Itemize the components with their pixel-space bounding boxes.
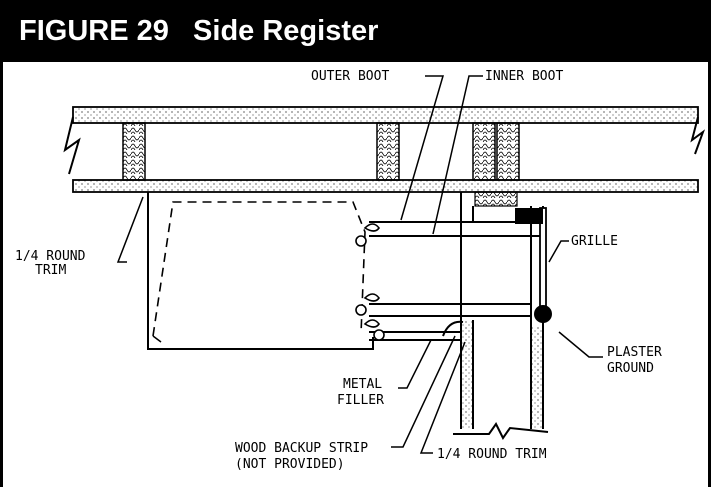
wall-break-mark (453, 422, 549, 440)
label-grille: GRILLE (571, 234, 618, 249)
label-outer-boot: OUTER BOOT (311, 69, 389, 84)
label-inner-boot: INNER BOOT (485, 69, 563, 84)
soffit-corner (152, 335, 162, 343)
label-metal-filler-line1: METAL (343, 377, 382, 392)
label-round-trim-left-line1: 1/4 ROUND (15, 249, 86, 264)
leader-round-trim-left (116, 196, 144, 263)
leader-round-trim-bottom (419, 341, 466, 454)
break-mark-left (63, 116, 81, 175)
floor-top-layer (72, 106, 699, 124)
side-register-drawing: OUTER BOOT INNER BOOT 1/4 ROUND TRIM GRI… (15, 69, 706, 472)
label-wood-backup-line2: (NOT PROVIDED) (235, 457, 345, 472)
joist-middle (376, 122, 400, 181)
label-metal-filler-line2: FILLER (337, 393, 384, 408)
grille-top-clip (515, 208, 543, 224)
wall-plaster-fill (461, 320, 473, 429)
soffit-box (147, 192, 374, 350)
break-mark-right (690, 116, 706, 155)
floor-bottom-layer (72, 179, 699, 193)
soffit-inner-dashed (152, 201, 366, 337)
joist-left (122, 122, 146, 181)
grille-bottom-clip (534, 305, 552, 323)
leader-metal-filler (398, 339, 432, 389)
wall-plaster-fill-right (531, 326, 543, 429)
figure-title: Side Register (193, 15, 379, 47)
leader-plaster-ground (558, 331, 603, 358)
leader-grille (548, 240, 569, 263)
leader-outer-boot (400, 75, 444, 221)
label-plaster-ground-line2: GROUND (607, 361, 654, 376)
label-round-trim-left-line2: TRIM (35, 263, 66, 278)
grille (539, 207, 547, 319)
label-round-trim-bottom: 1/4 ROUND TRIM (437, 447, 547, 462)
metal-filler (442, 320, 464, 337)
leader-inner-boot (432, 75, 483, 235)
leader-wood-backup (391, 335, 456, 448)
boot-tab-clips (355, 223, 385, 341)
label-wood-backup-line1: WOOD BACKUP STRIP (235, 441, 368, 456)
figure-number: FIGURE 29 (19, 15, 169, 47)
figure-title-bar: FIGURE 29 Side Register (3, 0, 708, 62)
joist-right-1 (472, 122, 496, 181)
inner-boot (369, 235, 543, 317)
label-plaster-ground-line1: PLASTER (607, 345, 662, 360)
blocking-under-floor (474, 191, 518, 207)
joist-right-2 (496, 122, 520, 181)
